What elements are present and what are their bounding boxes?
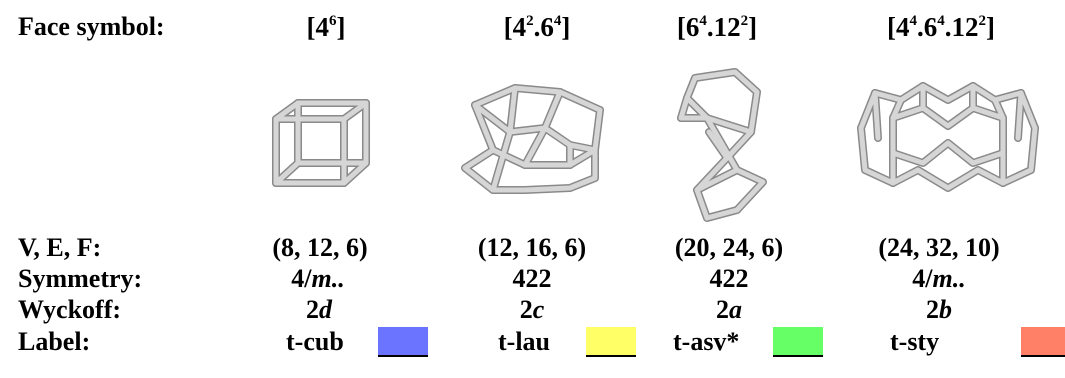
symmetry-cub: 4/m.. [291,264,345,293]
color-swatch-cub [378,327,428,357]
vef-cub: (8, 12, 6) [272,233,368,262]
wyckoff-sty: 2b [926,295,952,324]
row-label-symmetry: Symmetry: [18,264,143,293]
symmetry-sty: 4/m.. [912,264,966,293]
vef-sty: (24, 32, 10) [878,233,1000,262]
label-cub: t-cub [286,327,344,356]
color-swatch-sty [1021,327,1065,357]
wyckoff-cub: 2d [306,295,332,324]
vef-asv: (20, 24, 6) [674,233,784,262]
sty-tile-figure [857,82,1039,192]
label-sty: t-sty [890,327,940,356]
vef-lau: (12, 16, 6) [477,233,587,262]
cube-tile-figure [272,99,370,187]
face-symbol-cub: [46] [306,12,346,42]
face-symbol-sty: [44.64.122] [887,12,995,42]
symmetry-lau: 422 [512,264,552,293]
face-symbol-asv: [64.122] [676,12,758,42]
row-label-vef: V, E, F: [18,233,102,262]
symmetry-asv: 422 [709,264,749,293]
wyckoff-asv: 2a [716,295,742,324]
color-swatch-lau [586,327,636,357]
row-label-face-symbol: Face symbol: [18,12,165,41]
lau-tile-figure [461,84,604,194]
label-asv: t-asv* [673,327,740,356]
asv-tile-figure [677,68,767,222]
label-lau: t-lau [498,327,550,356]
wyckoff-lau: 2c [519,295,545,324]
row-label-label: Label: [18,327,91,356]
face-symbol-lau: [42.64] [503,12,571,42]
color-swatch-asv [773,327,823,357]
row-label-wyckoff: Wyckoff: [18,295,122,324]
